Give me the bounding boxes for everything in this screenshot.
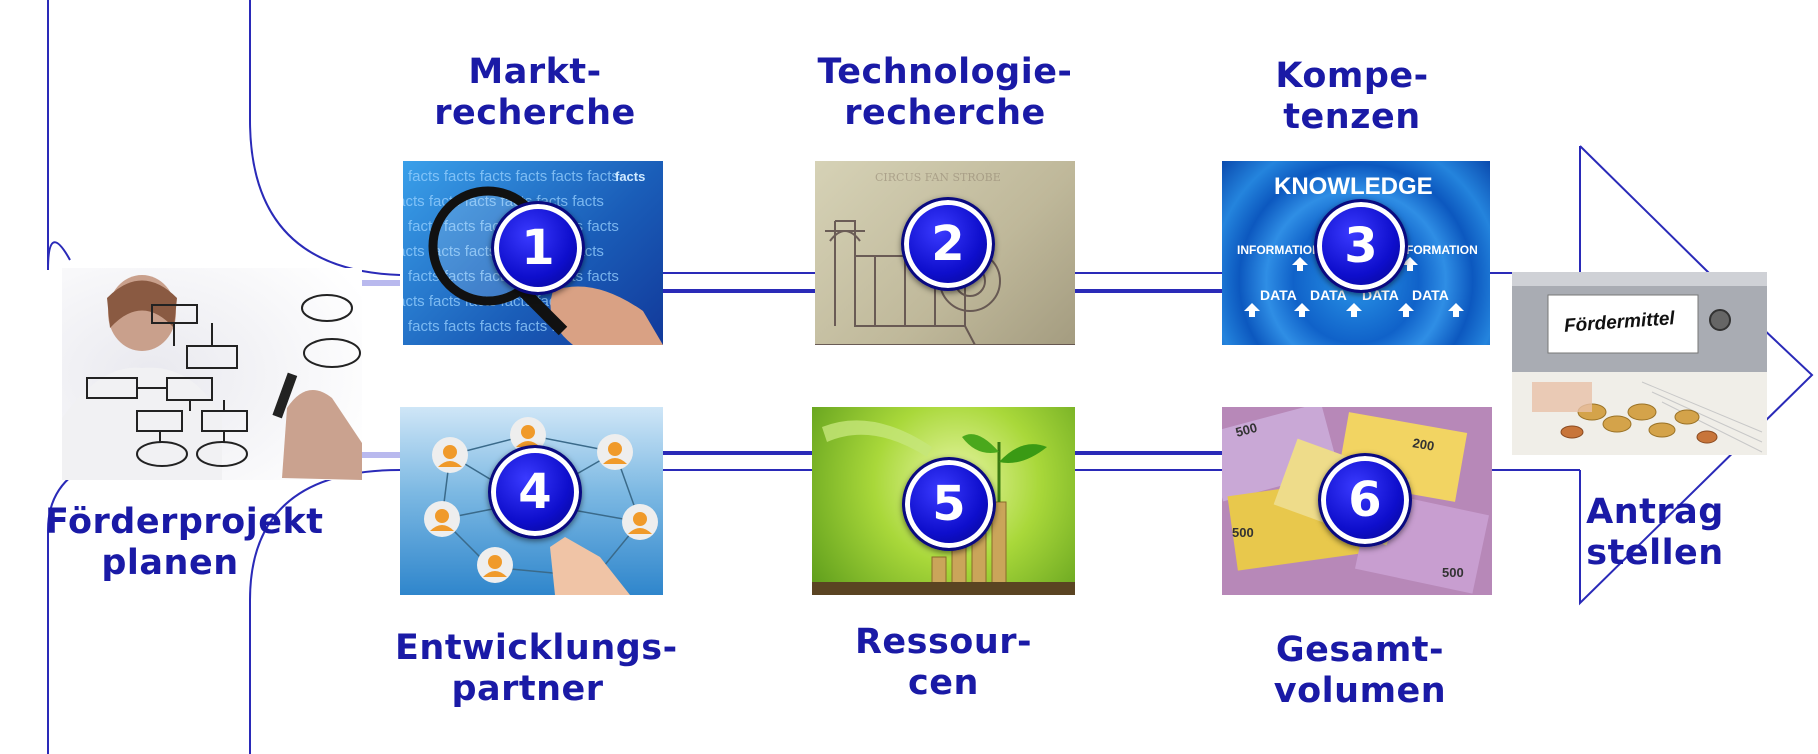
tile-1-word: facts: [615, 169, 646, 184]
knowledge-text: KNOWLEDGE: [1274, 173, 1433, 200]
svg-text:200: 200: [1411, 435, 1435, 454]
step-1-image: facts facts facts facts facts facts fact…: [403, 161, 663, 345]
step-label-5: Ressour- cen: [812, 622, 1075, 704]
binder-with-coins: [1512, 272, 1767, 455]
step-3-label-line2: tenzen: [1283, 97, 1421, 137]
binder-icon: Fördermittel: [1512, 272, 1767, 455]
step-4-label-line2: partner: [451, 669, 604, 709]
step-4-badge: 4: [488, 445, 582, 539]
step-4-label-line1: Entwicklungs-: [395, 628, 678, 668]
step-1-number: 1: [521, 220, 555, 276]
svg-text:500: 500: [1442, 565, 1464, 580]
goal-label-line1: Antrag: [1586, 492, 1724, 532]
step-5-number: 5: [932, 476, 966, 532]
step-1-label-line1: Markt-: [468, 52, 602, 92]
goal-label-line2: stellen: [1586, 533, 1724, 573]
step-2-badge: 2: [901, 197, 995, 291]
step-6-image: 500 200 500 500 6: [1222, 407, 1492, 595]
svg-text:500: 500: [1232, 525, 1254, 540]
information-text-right: INFORMATION: [1394, 243, 1478, 257]
data-text-4: DATA: [1412, 287, 1449, 303]
step-5-badge: 5: [902, 457, 996, 551]
step-5-label-line1: Ressour-: [854, 622, 1033, 662]
step-3-number: 3: [1344, 218, 1378, 274]
svg-text:500: 500: [1234, 420, 1259, 440]
step-2-image: CIRCUS FAN STROBE 2: [815, 161, 1075, 345]
curve-bottom: [249, 469, 401, 754]
step-3-label-line1: Kompe-: [1275, 56, 1429, 96]
step-label-2: Technologie- recherche: [815, 52, 1075, 134]
step-4-number: 4: [518, 464, 552, 520]
plant-icon: [812, 420, 1075, 595]
step-6-number: 6: [1348, 472, 1382, 528]
step-label-6: Gesamt- volumen: [1225, 630, 1495, 712]
step-5-label-line2: cen: [908, 663, 979, 703]
svg-text:facts facts facts facts facts: facts facts facts facts facts facts: [408, 168, 619, 185]
step-6-label-line1: Gesamt-: [1275, 630, 1445, 670]
person-drawing-flowchart: [62, 268, 362, 480]
step-5-image: 5: [812, 407, 1075, 595]
goal-label: Antrag stellen: [1580, 492, 1730, 574]
start-label: Förderprojekt planen: [45, 502, 324, 584]
data-text-2: DATA: [1310, 287, 1347, 303]
step-6-badge: 6: [1318, 453, 1412, 547]
svg-text:CIRCUS FAN STROBE: CIRCUS FAN STROBE: [875, 171, 1001, 184]
flowchart-icon: [62, 268, 362, 480]
step-label-3: Kompe- tenzen: [1222, 56, 1482, 138]
step-label-1: Markt- recherche: [400, 52, 670, 134]
step-6-label-line2: volumen: [1273, 671, 1447, 711]
step-2-label-line1: Technologie-: [817, 52, 1073, 92]
arrow-up-icons: [1244, 257, 1464, 317]
curve-top: [249, 0, 401, 276]
data-text-1: DATA: [1260, 287, 1297, 303]
start-label-line1: Förderprojekt: [45, 502, 324, 542]
start-label-line2: planen: [101, 543, 239, 583]
step-4-image: 4: [400, 407, 663, 595]
step-2-number: 2: [931, 216, 965, 272]
step-label-4: Entwicklungs- partner: [395, 628, 678, 710]
step-1-badge: 1: [491, 201, 585, 295]
step-2-label-line2: recherche: [844, 93, 1046, 133]
step-1-label-line2: recherche: [434, 93, 636, 133]
step-3-image: KNOWLEDGE INFORMATION INFORMATION DATA D…: [1222, 161, 1490, 345]
information-text-left: INFORMATION: [1237, 243, 1321, 257]
step-3-badge: 3: [1314, 199, 1408, 293]
